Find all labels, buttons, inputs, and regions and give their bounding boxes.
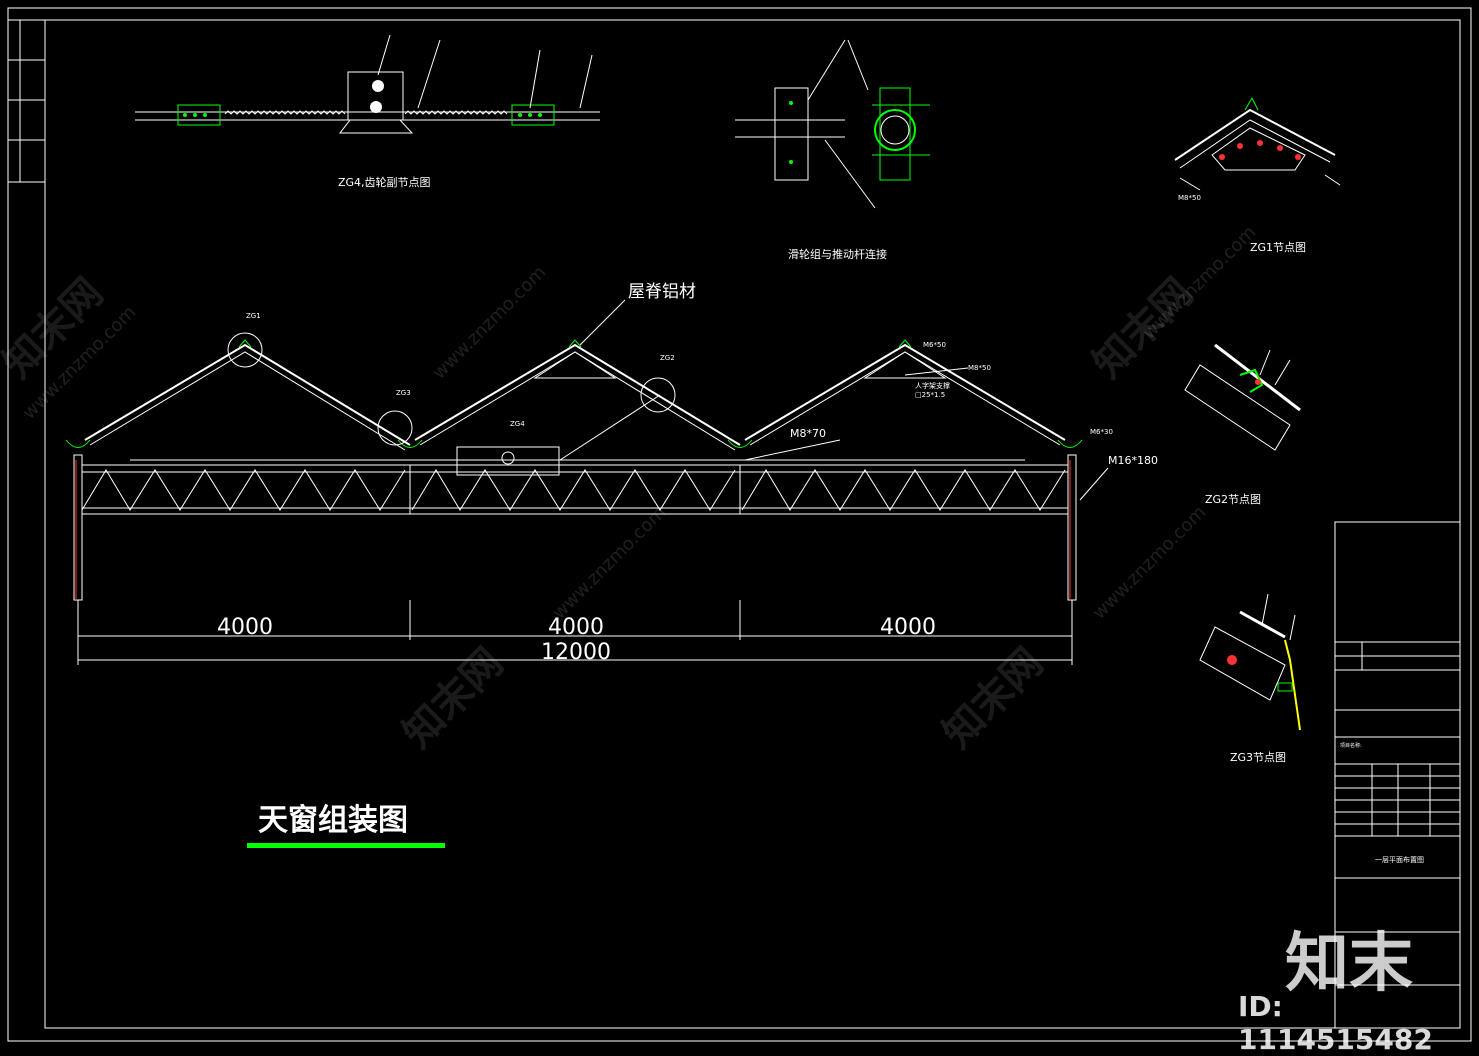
svg-text:www.znzmo.com: www.znzmo.com xyxy=(429,262,551,384)
zg2-detail: ZG2节点图 xyxy=(1184,343,1301,506)
svg-text:知末网: 知末网 xyxy=(1085,270,1202,387)
callout-m6x50: M6*50 xyxy=(923,341,946,349)
title-block-project: 项目名称: xyxy=(1340,742,1362,749)
svg-text:知末网: 知末网 xyxy=(935,640,1052,757)
pulley-detail: 滑轮组与推动杆连接 xyxy=(735,39,930,261)
dim-span-1: 4000 xyxy=(217,615,273,640)
pulley-title: 滑轮组与推动杆连接 xyxy=(788,247,887,261)
title-block-drawing-name: 一层平面布置图 xyxy=(1375,855,1424,864)
callout-zg3: ZG3 xyxy=(396,389,411,397)
zg1-title: ZG1节点图 xyxy=(1250,241,1306,254)
dim-span-3: 4000 xyxy=(880,615,936,640)
zg4-title: ZG4,齿轮副节点图 xyxy=(338,175,431,189)
watermark-layer: www.znzmo.com www.znzmo.com www.znzmo.co… xyxy=(0,222,1260,757)
svg-text:www.znzmo.com: www.znzmo.com xyxy=(549,502,671,624)
zg3-title: ZG3节点图 xyxy=(1230,751,1286,764)
main-elevation xyxy=(65,332,1083,665)
callout-zg1: ZG1 xyxy=(246,312,261,320)
callout-m6x30: M6*30 xyxy=(1090,428,1113,436)
zg1-detail: M8*50 ZG1节点图 xyxy=(1174,96,1341,254)
svg-text:www.znzmo.com: www.znzmo.com xyxy=(1089,502,1211,624)
callout-zg2: ZG2 xyxy=(660,354,675,362)
left-margin-block xyxy=(7,19,46,183)
dim-span-2: 4000 xyxy=(548,615,604,640)
callout-m16x180: M16*180 xyxy=(1108,454,1158,467)
callout-m8x50: M8*50 xyxy=(968,364,991,372)
watermark-brand: 知末 xyxy=(1285,927,1413,1001)
zg1-bolt-label: M8*50 xyxy=(1178,194,1201,202)
zg4-detail: ZG4,齿轮副节点图 xyxy=(135,34,600,189)
drawing-title: 天窗组装图 xyxy=(258,803,408,838)
callout-m8x70: M8*70 xyxy=(790,427,826,440)
outer-frame xyxy=(7,7,1472,1042)
inner-frame xyxy=(44,19,1461,1029)
callout-zg4: ZG4 xyxy=(510,420,525,428)
zg3-detail: ZG3节点图 xyxy=(1199,593,1301,764)
zg2-title: ZG2节点图 xyxy=(1205,493,1261,506)
title-block xyxy=(1334,521,1461,1029)
dim-total: 12000 xyxy=(541,640,611,665)
svg-text:知末网: 知末网 xyxy=(395,640,512,757)
callout-ridge: 屋脊铝材 xyxy=(628,282,696,302)
callout-brace-spec: □25*1.5 xyxy=(915,391,945,399)
svg-text:知末网: 知末网 xyxy=(0,270,112,387)
callout-brace: 人字架支撑 xyxy=(915,381,950,390)
title-underline xyxy=(247,843,445,848)
watermark-id: ID: 1114515482 xyxy=(1238,990,1433,1056)
